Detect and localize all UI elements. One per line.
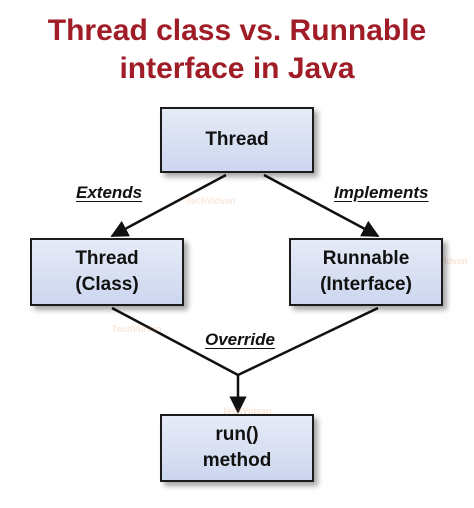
override-line-right (237, 306, 379, 377)
run-method-line-1: run() (215, 424, 259, 445)
run-method-line-2: method (202, 450, 272, 471)
thread-class-line-2: (Class) (75, 274, 139, 295)
title-line-2: interface in Java (119, 52, 355, 85)
runnable-line-2: (Interface) (320, 274, 412, 295)
watermark-3: TechVidvan (112, 324, 162, 334)
thread-node-label: Thread (205, 129, 269, 150)
implements-arrow (263, 173, 380, 238)
extends-label: Extends (76, 183, 143, 202)
thread-node: Thread (160, 107, 314, 173)
override-line-left (111, 306, 239, 377)
runnable-line-1: Runnable (322, 248, 410, 269)
run-method-node: run() method (160, 414, 314, 482)
runnable-node: Runnable (Interface) (289, 238, 443, 306)
implements-label: Implements (334, 183, 429, 202)
thread-class-line-1: Thread (75, 248, 139, 269)
watermark-4: TechVidvan (222, 406, 272, 416)
diagram-title: Thread class vs. Runnable interface in J… (0, 12, 474, 88)
watermark-1: TechVidvan (186, 196, 236, 206)
thread-class-node: Thread (Class) (30, 238, 184, 306)
title-line-1: Thread class vs. Runnable (47, 14, 427, 47)
extends-arrow (110, 173, 227, 238)
override-label: Override (205, 330, 275, 349)
